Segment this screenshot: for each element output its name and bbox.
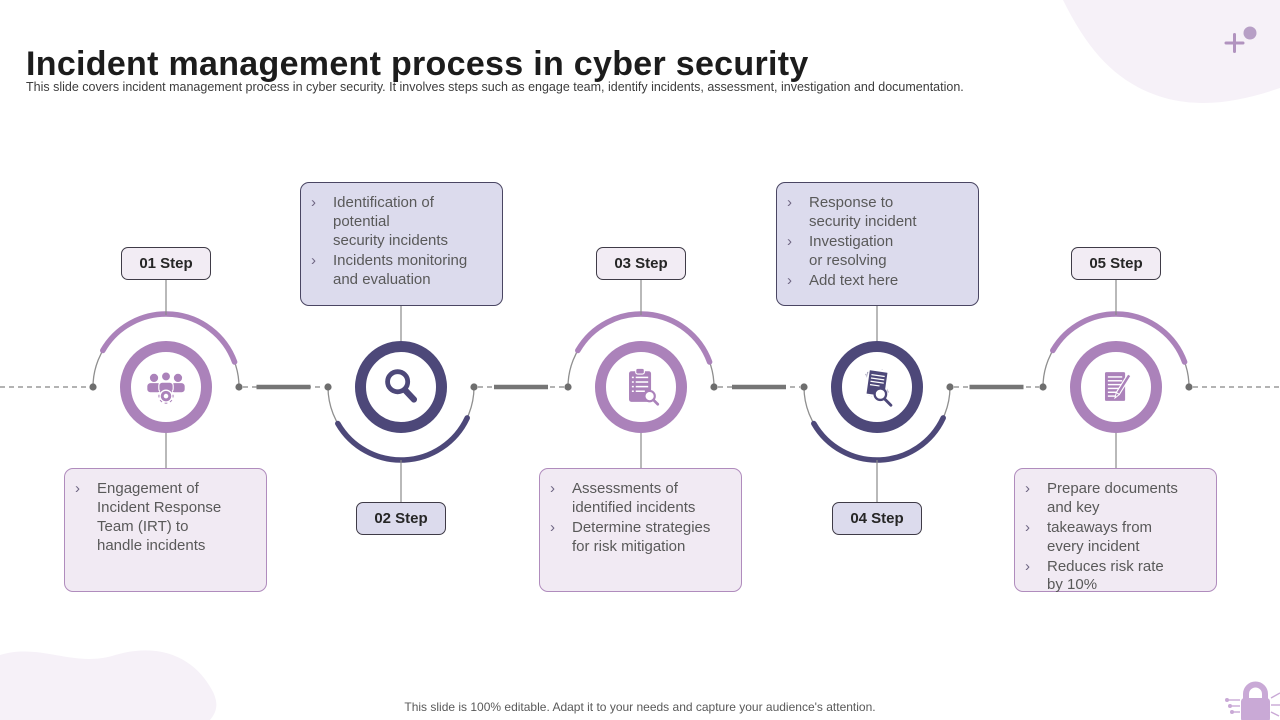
page-title: Incident management process in cyber sec… bbox=[26, 44, 809, 83]
step-5-textbox: ›Prepare documents and key ›takeaways fr… bbox=[1014, 468, 1217, 593]
list-item: ›Engagement of Incident Response Team (I… bbox=[75, 480, 222, 554]
list-item: ›Identification of potential security in… bbox=[311, 194, 449, 249]
list-item: ›Assessments of identified incidents bbox=[550, 480, 696, 516]
step-4-label: 04 Step bbox=[832, 502, 922, 535]
dot-ornament bbox=[1243, 26, 1257, 40]
step-4-textbox: ›Response to security incident ›Investig… bbox=[776, 182, 979, 306]
list-item: ›Add text here bbox=[787, 271, 899, 289]
bullet-marker: › bbox=[1025, 557, 1030, 575]
document-pen-icon bbox=[1104, 372, 1132, 401]
list-item: ›Response to security incident bbox=[787, 194, 917, 230]
plus-icon bbox=[1224, 33, 1245, 53]
bullet-marker: › bbox=[787, 271, 792, 289]
slide-subtitle: This slide covers incident management pr… bbox=[26, 80, 964, 94]
footer-note: This slide is 100% editable. Adapt it to… bbox=[404, 700, 876, 714]
bullet-marker: › bbox=[1025, 518, 1030, 536]
bullet-marker: › bbox=[787, 194, 792, 211]
bullet-marker: › bbox=[550, 480, 555, 497]
bullet-marker: › bbox=[1025, 480, 1030, 497]
bullet-marker: › bbox=[550, 518, 555, 536]
bullet-marker: › bbox=[311, 194, 316, 211]
step-1-textbox: ›Engagement of Incident Response Team (I… bbox=[64, 468, 267, 592]
clipboard-magnifier-icon bbox=[629, 367, 660, 406]
magnifier-icon bbox=[385, 369, 418, 403]
step-5-circle bbox=[1070, 341, 1162, 433]
documents-magnifier-icon bbox=[864, 368, 893, 407]
list-item: ›Determine strategies for risk mitigatio… bbox=[550, 518, 711, 555]
bullet-marker: › bbox=[311, 251, 316, 269]
list-item: ›Investigation or resolving bbox=[787, 232, 894, 269]
step-3-label: 03 Step bbox=[596, 247, 686, 280]
step-3-textbox: ›Assessments of identified incidents ›De… bbox=[539, 468, 742, 592]
list-item: ›Prepare documents and key bbox=[1025, 480, 1178, 516]
team-gear-icon bbox=[147, 371, 185, 404]
bullet-marker: › bbox=[787, 232, 792, 250]
corner-blob-top-right bbox=[1063, 0, 1280, 103]
step-3-circle bbox=[595, 341, 687, 433]
list-item: ›Incidents monitoring and evaluation bbox=[311, 251, 468, 288]
bullet-marker: › bbox=[75, 480, 80, 497]
step-1-label: 01 Step bbox=[121, 247, 211, 280]
step-2-circle bbox=[355, 341, 447, 433]
step-4-circle bbox=[831, 341, 923, 433]
list-item: ›Reduces risk rate by 10% bbox=[1025, 557, 1164, 594]
step-2-label: 02 Step bbox=[356, 502, 446, 535]
step-5-label: 05 Step bbox=[1071, 247, 1161, 280]
step-2-textbox: ›Identification of potential security in… bbox=[300, 182, 503, 306]
step-1-circle bbox=[120, 341, 212, 433]
list-item: ›takeaways from every incident bbox=[1025, 518, 1153, 555]
